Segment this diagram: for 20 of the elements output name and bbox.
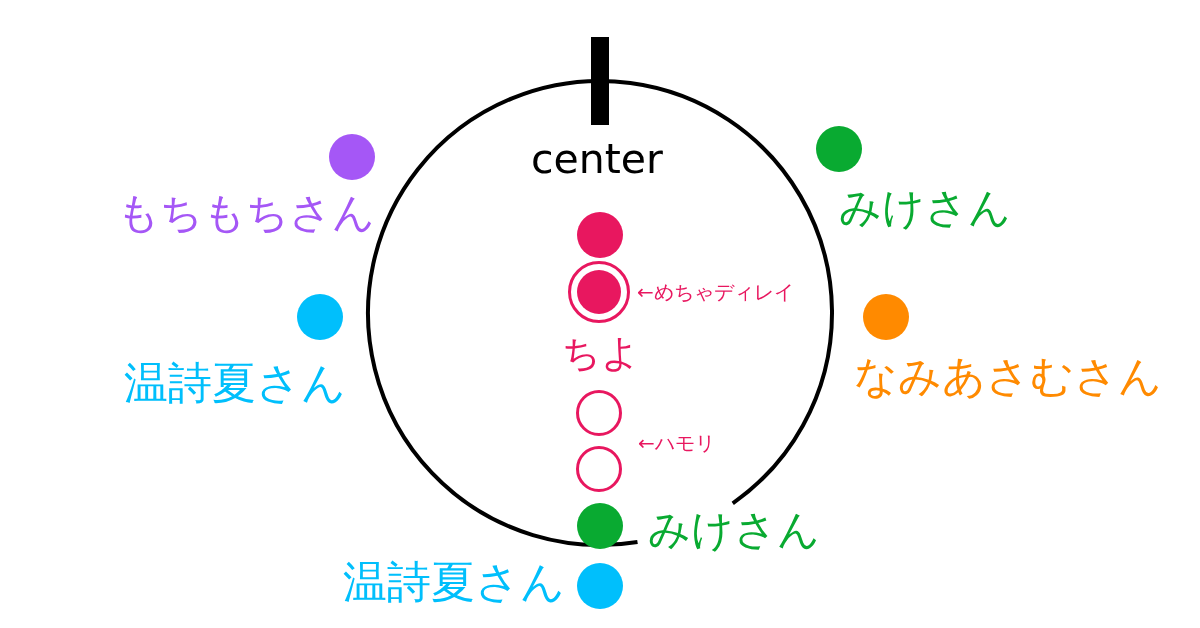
- position-dot: [816, 126, 862, 172]
- hollow-position-dot: [576, 390, 622, 436]
- position-dot: [863, 294, 909, 340]
- member-name: 温詩夏さん: [343, 555, 565, 609]
- member-name: みけさん: [648, 504, 820, 556]
- ringed-position-dot: [568, 261, 630, 323]
- annotation-text: ←めちゃディレイ: [637, 280, 794, 304]
- center-label: center: [531, 135, 663, 185]
- position-dot: [297, 294, 343, 340]
- position-dot: [577, 212, 623, 258]
- member-name: 温詩夏さん: [124, 356, 346, 410]
- center-tick-mark: [591, 37, 609, 125]
- group-name: ちよ: [562, 331, 640, 377]
- member-name: なみあさむさん: [854, 351, 1162, 403]
- member-name: もちもちさん: [117, 187, 375, 239]
- position-dot: [329, 134, 375, 180]
- annotation-text: ←ハモリ: [638, 431, 715, 455]
- member-name: みけさん: [839, 182, 1011, 234]
- position-dot: [577, 563, 623, 609]
- hollow-position-dot: [576, 446, 622, 492]
